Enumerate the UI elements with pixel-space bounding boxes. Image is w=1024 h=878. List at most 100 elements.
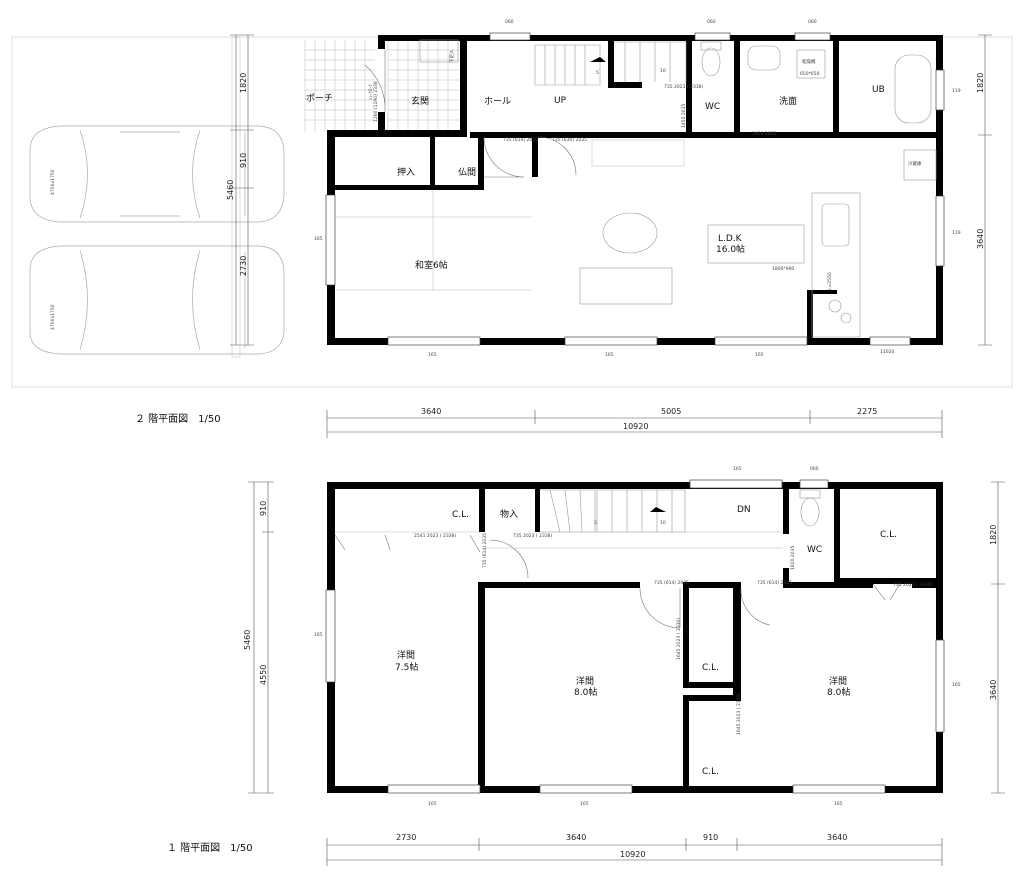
note-door-wc: 1455 2035 <box>681 104 687 128</box>
note1-w165-b3: 165 <box>834 801 843 807</box>
note1-w165-right: 165 <box>952 682 961 688</box>
note1-w165-left: 165 <box>314 632 323 638</box>
note-door3: 735 2023 ( 2338) <box>664 84 704 90</box>
note1-w165-b2: 165 <box>580 801 589 807</box>
stair-step-10-1f: 10 <box>660 520 666 526</box>
note-w060-b: 060 <box>707 19 716 25</box>
yoma3-size-label: 8.0帖 <box>827 686 850 698</box>
dining-table <box>707 224 805 264</box>
site-boundary <box>11 36 1013 388</box>
dim1-right-2: 3640 <box>989 680 998 700</box>
dim2-left-total: 5460 <box>226 180 235 200</box>
note1-door-small: 735 (614) 2035 <box>482 533 488 568</box>
yoma3-label: 洋間 <box>829 675 847 687</box>
table-size-label: 1800*900 <box>772 266 794 272</box>
note-w165-a: 165 <box>314 236 323 242</box>
floor2-dimensions <box>230 34 992 438</box>
stair-step-5-1f: 5 <box>594 520 597 526</box>
note1-door-y2: 735 (614) 2035 <box>654 580 689 586</box>
dim1-right-1: 1820 <box>989 525 998 545</box>
dim2-total: 10920 <box>623 422 648 431</box>
yoma1-label: 洋間 <box>397 649 415 661</box>
note-door1: 735 (614) 2035 <box>503 137 538 143</box>
stove-icon <box>828 299 842 313</box>
dim1-bottom-4: 3640 <box>827 833 847 842</box>
note1-w060: 060 <box>810 466 819 472</box>
note-w119-a: 119 <box>952 88 961 94</box>
car-size-label-1: 4700x1750 <box>50 169 56 195</box>
dryer-label: 乾燥機 <box>802 58 816 65</box>
car-size-label-2: 4700x1750 <box>50 304 56 330</box>
dim1-total: 10920 <box>620 850 645 859</box>
dim2-top-1: 3640 <box>421 407 441 416</box>
toilet-fixture-1f <box>800 497 820 527</box>
note1-door-mono: 735 2023 ( 2338) <box>513 533 553 539</box>
wash-basin <box>747 45 781 71</box>
car-top <box>29 125 285 223</box>
washitsu-label: 和室6帖 <box>415 259 448 271</box>
entrance-label: 玄関 <box>411 95 429 107</box>
kitchen-length-label: L=2550 <box>827 272 833 290</box>
note1-w165-top: 165 <box>733 466 742 472</box>
cl-right-label: C.L. <box>880 530 897 540</box>
note-door2: 735 (634) 2035 <box>552 137 587 143</box>
dim1-left-2: 4550 <box>259 665 268 685</box>
note1-cl-mid2: 1645 2023 ( 2330) <box>736 693 742 735</box>
hall-label: ホール <box>484 96 511 107</box>
porch-label: ポーチ <box>306 93 333 104</box>
dim2-left-1: 1820 <box>239 73 248 93</box>
floor1-dimensions <box>248 481 1005 866</box>
sofa <box>579 267 673 305</box>
stair-step-5-2f: 5 <box>596 70 599 76</box>
dim2-left-3: 2730 <box>239 256 248 276</box>
wc-2f-label: WC <box>705 102 720 112</box>
note1-door-y3: 735 (614) 2025 <box>757 580 792 586</box>
ub-label: UB <box>872 85 885 95</box>
cl-mid-bottom-label: C.L. <box>702 767 719 777</box>
wc-1f-label: WC <box>807 545 822 555</box>
butsuma-label: 仏間 <box>458 167 476 178</box>
note1-w165-b1: 165 <box>428 801 437 807</box>
dim2-right-2: 3640 <box>976 229 985 249</box>
note1-cl-door: 2541 2023 ( 2338) <box>414 533 456 539</box>
floor2-plan: 4700x1750 4700x1750 <box>11 19 1013 438</box>
dim1-bottom-3: 910 <box>703 833 718 842</box>
kitchen-counter <box>811 192 861 338</box>
sink-icon <box>821 203 850 247</box>
note-w060-c: 060 <box>808 19 817 25</box>
floor1-plan: C.L. 物入 DN WC C.L. 洋間 7.5帖 洋間 8.0帖 C.L. … <box>167 466 1005 866</box>
yoma2-size-label: 8.0帖 <box>574 686 597 698</box>
dn-label: DN <box>737 505 751 515</box>
note-door-wash: 1450 2035 <box>752 131 776 137</box>
porch-tile-grid <box>304 40 460 132</box>
cl-top-label: C.L. <box>452 510 469 520</box>
fridge-label: 冷蔵庫 <box>908 160 922 167</box>
oshiire-label: 押入 <box>397 166 415 178</box>
note1-door-cl: 735 2023 ( 2330) <box>893 582 933 588</box>
note-w11020: 11020 <box>880 349 894 355</box>
up-label: UP <box>554 96 567 106</box>
ldk-size-label: 16.0帖 <box>716 243 745 255</box>
shoebox-label: 下足入 <box>449 49 455 63</box>
note-w165-d: 165 <box>755 352 764 358</box>
floor2-title: ２ 階平面図 1/50 <box>135 413 221 425</box>
dim2-top-2: 5005 <box>661 407 681 416</box>
floor1-title: １ 階平面図 1/50 <box>167 842 253 854</box>
dim2-left-2: 910 <box>239 153 248 168</box>
shoe-cloak-label: ｼｭｰｸﾛｰｸ <box>368 84 374 100</box>
dim1-bottom-1: 2730 <box>396 833 416 842</box>
dim1-bottom-2: 3640 <box>566 833 586 842</box>
yoma1-size-label: 7.5帖 <box>395 661 418 673</box>
dim2-right-1: 1820 <box>976 73 985 93</box>
yoma2-label: 洋間 <box>576 675 594 687</box>
note-w060-a: 060 <box>505 19 514 25</box>
stair-step-10-2f: 10 <box>660 68 666 74</box>
car-bottom <box>29 245 285 355</box>
note-w119-b: 119 <box>952 230 961 236</box>
low-table <box>602 212 658 254</box>
stairs-2f <box>534 41 687 86</box>
note1-cl-mid1: 1645 2023 ( 2330) <box>676 618 682 660</box>
note-w165-b: 165 <box>428 352 437 358</box>
note1-door-wc: 1820 2035 <box>790 546 796 570</box>
